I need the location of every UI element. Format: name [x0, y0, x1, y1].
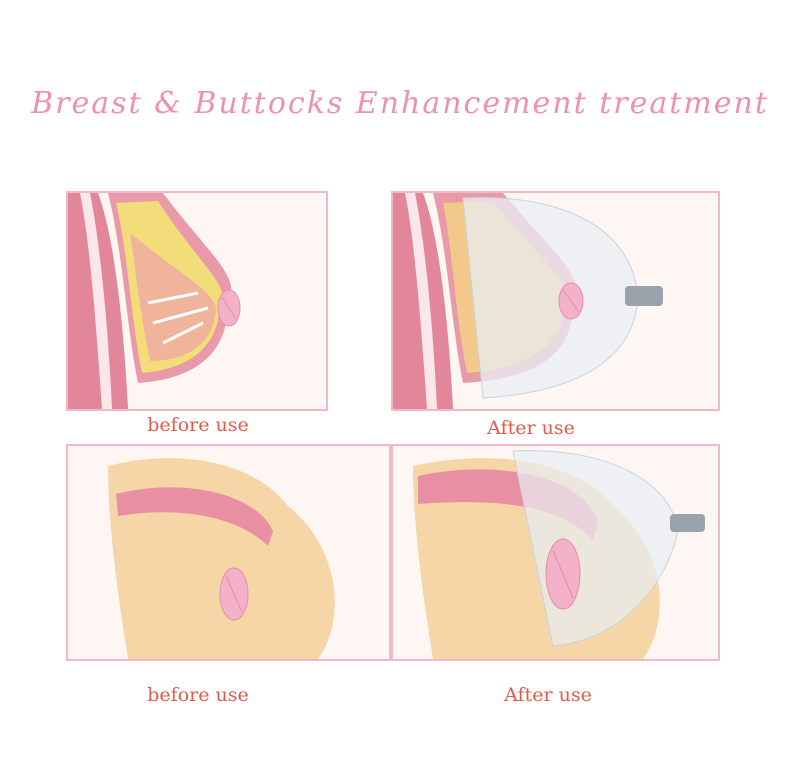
- panel-buttocks-before: [66, 444, 391, 661]
- caption-buttocks-after: After use: [504, 684, 592, 706]
- buttocks-cup-illustration: [393, 446, 718, 659]
- breast-illustration: [68, 193, 326, 409]
- caption-breast-before: before use: [147, 414, 249, 436]
- breast-cup-illustration: [393, 193, 718, 409]
- panel-breast-before: [66, 191, 328, 411]
- buttocks-illustration: [68, 446, 389, 659]
- panel-buttocks-after: [391, 444, 720, 661]
- page-title: Breast & Buttocks Enhancement treatment: [31, 86, 769, 121]
- caption-breast-after: After use: [487, 417, 575, 439]
- panel-breast-after: [391, 191, 720, 411]
- caption-buttocks-before: before use: [147, 684, 249, 706]
